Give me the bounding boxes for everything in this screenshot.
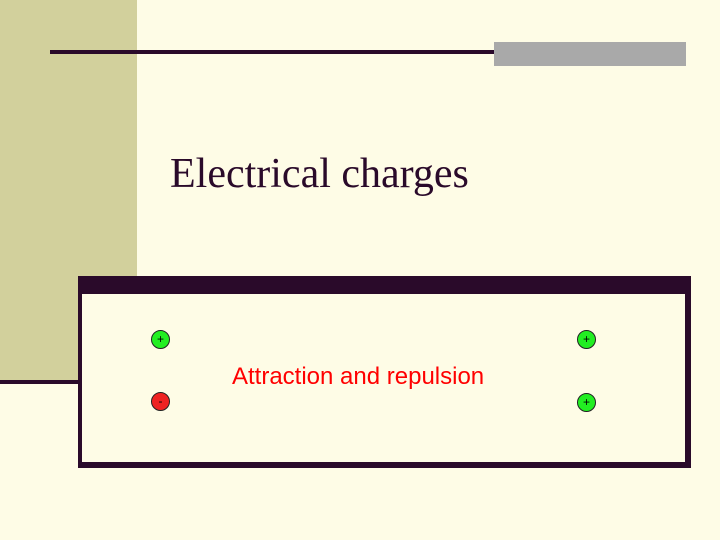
positive-charge-icon: +	[151, 330, 170, 349]
positive-charge-icon: +	[577, 330, 596, 349]
top-accent-bar	[494, 42, 686, 66]
content-area	[82, 294, 685, 462]
content-frame	[78, 276, 691, 468]
top-rule	[50, 50, 686, 54]
negative-charge-icon: -	[151, 392, 170, 411]
slide-caption: Attraction and repulsion	[232, 363, 485, 390]
side-band-rule	[0, 380, 82, 384]
slide-title: Electrical charges	[170, 151, 469, 197]
positive-charge-icon: +	[577, 393, 596, 412]
